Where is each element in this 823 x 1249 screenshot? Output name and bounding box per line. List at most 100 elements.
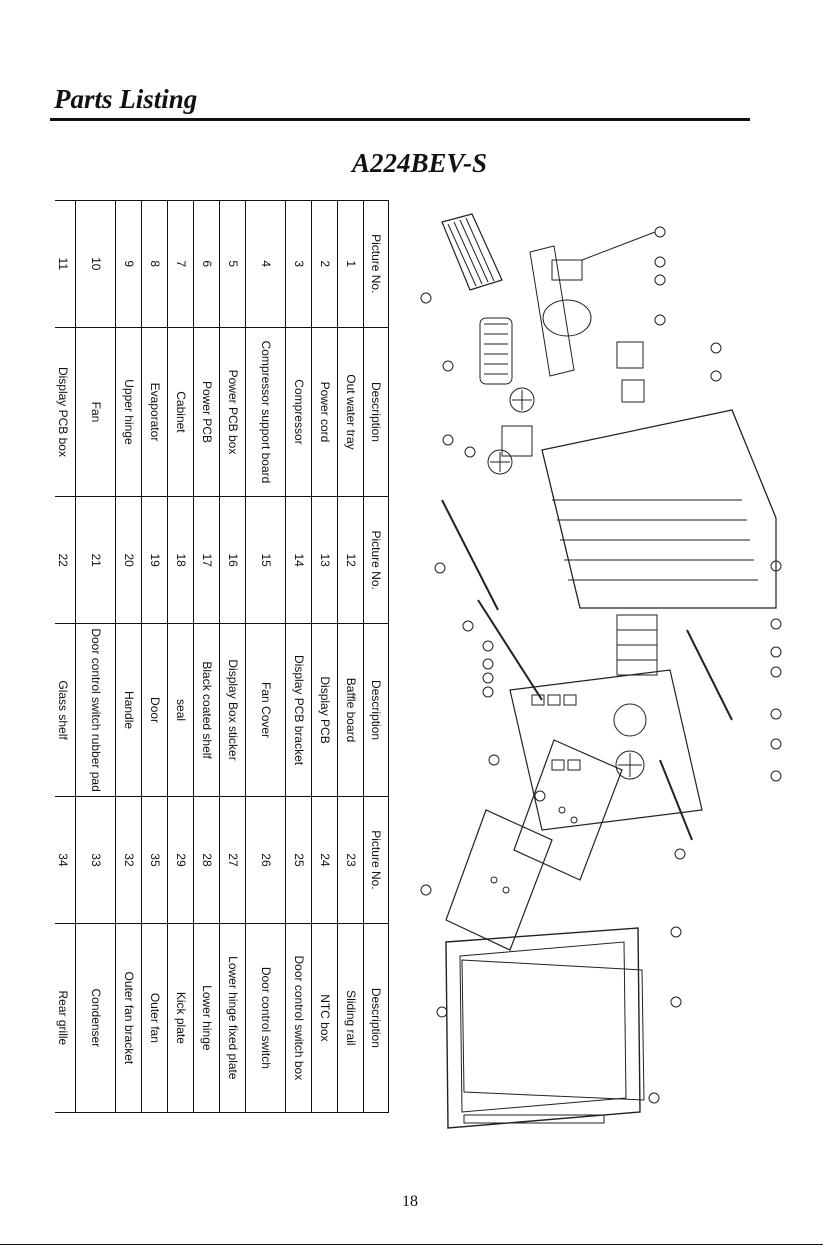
footer-rule bbox=[0, 1244, 823, 1245]
table-header-row: Picture No. Description Picture No. Desc… bbox=[363, 200, 389, 1113]
parts-table-frame: Picture No. Description Picture No. Desc… bbox=[55, 200, 389, 1113]
model-number: A224BEV-S bbox=[352, 148, 488, 178]
table-cell: Rear grille bbox=[55, 923, 76, 1113]
table-cell: Fan bbox=[75, 327, 116, 497]
parts-table: Picture No. Description Picture No. Desc… bbox=[55, 200, 389, 1113]
table-cell: Power PCB box bbox=[219, 327, 246, 497]
table-row: 8 Evaporator 19 Door 35 Outer fan bbox=[141, 200, 168, 1113]
table-cell: Lower hinge fixed plate bbox=[219, 923, 246, 1113]
table-cell: Baffle board bbox=[337, 623, 364, 797]
table-cell: 12 bbox=[337, 496, 364, 624]
table-cell: Fan Cover bbox=[245, 623, 286, 797]
header-cell: Picture No. bbox=[363, 496, 389, 624]
table-cell: 15 bbox=[245, 496, 286, 624]
table-cell: 3 bbox=[285, 200, 312, 328]
header-cell: Description bbox=[363, 923, 389, 1113]
table-cell: 24 bbox=[311, 796, 338, 924]
table-cell: 27 bbox=[219, 796, 246, 924]
table-cell: Display PCB bbox=[311, 623, 338, 797]
table-cell: Door control switch box bbox=[285, 923, 312, 1113]
table-cell: Compressor support board bbox=[245, 327, 286, 497]
table-cell: seal bbox=[167, 623, 194, 797]
page-section-title: Parts Listing bbox=[54, 84, 198, 114]
callout-markers bbox=[420, 226, 782, 1104]
table-cell: 21 bbox=[75, 496, 116, 624]
table-cell: Kick plate bbox=[167, 923, 194, 1113]
rear-grille-illustration bbox=[441, 213, 503, 291]
table-cell: 1 bbox=[337, 200, 364, 328]
table-row: 1 Out water tray 12 Baffle board 23 Slid… bbox=[337, 200, 364, 1113]
table-row: 4 Compressor support board 15 Fan Cover … bbox=[245, 200, 286, 1113]
table-cell: 28 bbox=[193, 796, 220, 924]
header-cell: Description bbox=[363, 623, 389, 797]
table-cell: Display PCB box bbox=[55, 327, 76, 497]
table-cell: 4 bbox=[245, 200, 286, 328]
table-cell: 33 bbox=[75, 796, 116, 924]
table-cell: Outer fan bbox=[141, 923, 168, 1113]
exploded-parts-diagram bbox=[402, 200, 792, 1135]
table-row: 3 Compressor 14 Display PCB bracket 25 D… bbox=[285, 200, 312, 1113]
header-cell: Picture No. bbox=[363, 200, 389, 328]
table-cell: 23 bbox=[337, 796, 364, 924]
table-cell: Compressor bbox=[285, 327, 312, 497]
table-cell: 9 bbox=[115, 200, 142, 328]
table-cell: Black coated shelf bbox=[193, 623, 220, 797]
table-cell: 20 bbox=[115, 496, 142, 624]
compressor-illustration bbox=[529, 245, 645, 403]
page-number: 18 bbox=[402, 1193, 418, 1210]
door-illustration bbox=[445, 927, 645, 1129]
table-cell: 32 bbox=[115, 796, 142, 924]
glass-shelf-illustration bbox=[445, 739, 623, 951]
table-cell: 6 bbox=[193, 200, 220, 328]
table-cell: 26 bbox=[245, 796, 286, 924]
table-cell: Glass shelf bbox=[55, 623, 76, 797]
table-cell: Power PCB bbox=[193, 327, 220, 497]
table-cell: 2 bbox=[311, 200, 338, 328]
table-cell: Display Box sticker bbox=[219, 623, 246, 797]
header-rule bbox=[50, 118, 750, 121]
table-cell: 13 bbox=[311, 496, 338, 624]
table-cell: 14 bbox=[285, 496, 312, 624]
table-cell: 16 bbox=[219, 496, 246, 624]
table-cell: 5 bbox=[219, 200, 246, 328]
table-cell: 8 bbox=[141, 200, 168, 328]
evaporator-illustration bbox=[616, 614, 658, 676]
table-cell: 18 bbox=[167, 496, 194, 624]
table-row: 7 Cabinet 18 seal 29 Kick plate bbox=[167, 200, 194, 1113]
table-cell: 22 bbox=[55, 496, 76, 624]
table-cell: Power cord bbox=[311, 327, 338, 497]
table-cell: Evaporator bbox=[141, 327, 168, 497]
table-row: 11 Display PCB box 22 Glass shelf 34 Rea… bbox=[55, 200, 76, 1113]
table-cell: 35 bbox=[141, 796, 168, 924]
table-cell: Condenser bbox=[75, 923, 116, 1113]
table-cell: Door bbox=[141, 623, 168, 797]
cabinet-illustration bbox=[541, 409, 777, 609]
header-cell: Picture No. bbox=[363, 796, 389, 924]
table-cell: Outer fan bracket bbox=[115, 923, 142, 1113]
header-cell: Description bbox=[363, 327, 389, 497]
table-cell: Display PCB bracket bbox=[285, 623, 312, 797]
table-cell: 19 bbox=[141, 496, 168, 624]
parts-table-rotated: Picture No. Description Picture No. Desc… bbox=[55, 200, 389, 1113]
table-cell: Lower hinge bbox=[193, 923, 220, 1113]
fan-illustration bbox=[487, 387, 645, 780]
table-cell: Door control switch rubber pad bbox=[75, 623, 116, 797]
table-row: 5 Power PCB box 16 Display Box sticker 2… bbox=[219, 200, 246, 1113]
table-cell: Out water tray bbox=[337, 327, 364, 497]
table-row: 6 Power PCB 17 Black coated shelf 28 Low… bbox=[193, 200, 220, 1113]
table-row: 10 Fan 21 Door control switch rubber pad… bbox=[75, 200, 116, 1113]
table-cell: Door control switch bbox=[245, 923, 286, 1113]
table-cell: 34 bbox=[55, 796, 76, 924]
table-cell: 10 bbox=[75, 200, 116, 328]
table-cell: 29 bbox=[167, 796, 194, 924]
condenser-illustration bbox=[479, 317, 513, 385]
kick-plate-illustration bbox=[463, 1114, 605, 1124]
table-cell: Handle bbox=[115, 623, 142, 797]
table-cell: 25 bbox=[285, 796, 312, 924]
table-cell: 11 bbox=[55, 200, 76, 328]
rail-illustration bbox=[441, 499, 733, 841]
table-cell: 7 bbox=[167, 200, 194, 328]
table-cell: NTC box bbox=[311, 923, 338, 1113]
table-row: 2 Power cord 13 Display PCB 24 NTC box bbox=[311, 200, 338, 1113]
table-row: 9 Upper hinge 20 Handle 32 Outer fan bra… bbox=[115, 200, 142, 1113]
